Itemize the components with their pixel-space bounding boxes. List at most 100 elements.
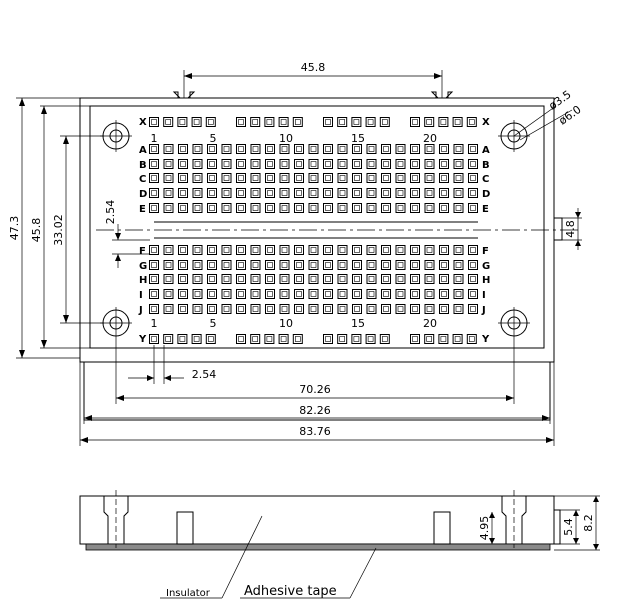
contact-hole-inner [325,161,331,167]
power-rail-hole [379,334,390,344]
contact-hole [236,173,246,183]
dim-height-inner-label: 45.8 [30,218,43,243]
contact-hole [395,173,406,183]
row-label-d-left: D [139,189,147,200]
contact-hole-inner [209,146,215,152]
contact-hole-inner [470,247,476,253]
contact-hole-inner [455,205,462,211]
power-rail-hole [292,334,303,344]
contact-hole [352,289,362,299]
power-rail-hole-inner [412,336,418,342]
contact-hole-inner [354,276,360,282]
contact-hole [366,260,377,270]
contact-hole-inner [310,291,317,297]
contact-hole [221,173,232,183]
contact-hole [265,274,275,284]
contact-hole-inner [310,161,317,167]
contact-hole-inner [383,276,389,282]
contact-hole-inner [165,205,172,211]
contact-hole-inner [194,291,201,297]
contact-hole [308,260,319,270]
side-view-tab [553,509,561,545]
contact-hole-inner [180,247,186,253]
contact-hole [381,289,391,299]
contact-hole [178,203,188,213]
power-rail-hole [278,334,289,344]
contact-hole-inner [339,276,346,282]
col-num-1-bottom: 1 [151,317,158,330]
contact-hole [366,188,377,198]
contact-hole [149,304,159,314]
contact-hole [424,289,435,299]
power-rail-hole-inner [266,336,273,342]
dimension-pitch: 2.54 [128,345,216,384]
contact-hole [207,289,217,299]
power-rail-hole [163,117,174,127]
row-label-b-right: B [482,160,490,171]
adhesive-tape-layer [85,543,551,551]
contact-hole-inner [441,146,447,152]
contact-hole [265,289,275,299]
contact-hole [163,304,174,314]
contact-hole [207,274,217,284]
contact-hole-inner [426,262,433,268]
power-rail-hole [466,334,477,344]
contact-hole-inner [426,306,433,312]
contact-hole-inner [281,175,288,181]
contact-hole [149,245,159,255]
contact-hole [236,260,246,270]
power-rail-hole [452,334,463,344]
contact-hole-inner [151,175,157,181]
dimension-peg-height: 4.95 [478,512,495,544]
contact-hole [221,144,232,154]
contact-hole-inner [194,306,201,312]
contact-hole-inner [441,190,447,196]
contact-hole-inner [238,161,244,167]
contact-hole [453,203,464,213]
contact-hole-inner [325,205,331,211]
contact-hole [410,188,420,198]
row-label-y-left: Y [138,334,147,345]
contact-hole-inner [223,175,230,181]
contact-hole [178,260,188,270]
contact-hole-inner [354,175,360,181]
col-num-20-top: 20 [423,132,437,145]
contact-hole [323,245,333,255]
contact-hole [308,173,319,183]
contact-hole-inner [339,175,346,181]
contact-hole-inner [209,205,215,211]
contact-hole-inner [267,161,273,167]
contact-hole-inner [238,190,244,196]
contact-hole [279,260,290,270]
power-rail-hole-inner [208,119,214,125]
contact-hole-inner [441,276,447,282]
contact-hole [221,188,232,198]
power-rail-hole-inner [238,119,244,125]
contact-hole-inner [180,306,186,312]
contact-hole [323,203,333,213]
contact-hole [323,144,333,154]
contact-hole [192,159,203,169]
contact-hole [337,304,348,314]
contact-hole-inner [223,146,230,152]
contact-hole-inner [354,161,360,167]
contact-hole [236,144,246,154]
contact-hole-inner [223,262,230,268]
contact-hole-inner [194,175,201,181]
row-labels-left: X A B C D E F G H I J Y [138,117,147,345]
contact-hole [308,188,319,198]
contact-hole [149,188,159,198]
contact-hole-inner [151,262,157,268]
dimension-top-width: 45.8 [183,61,443,98]
contact-hole-inner [412,247,418,253]
contact-hole-inner [354,190,360,196]
contact-hole-inner [310,247,317,253]
power-rail-hole [163,334,174,344]
contact-hole-inner [267,276,273,282]
contact-hole [395,159,406,169]
contact-hole-inner [470,276,476,282]
contact-hole [149,274,159,284]
power-rail-hole-inner [208,336,214,342]
contact-hole [352,144,362,154]
